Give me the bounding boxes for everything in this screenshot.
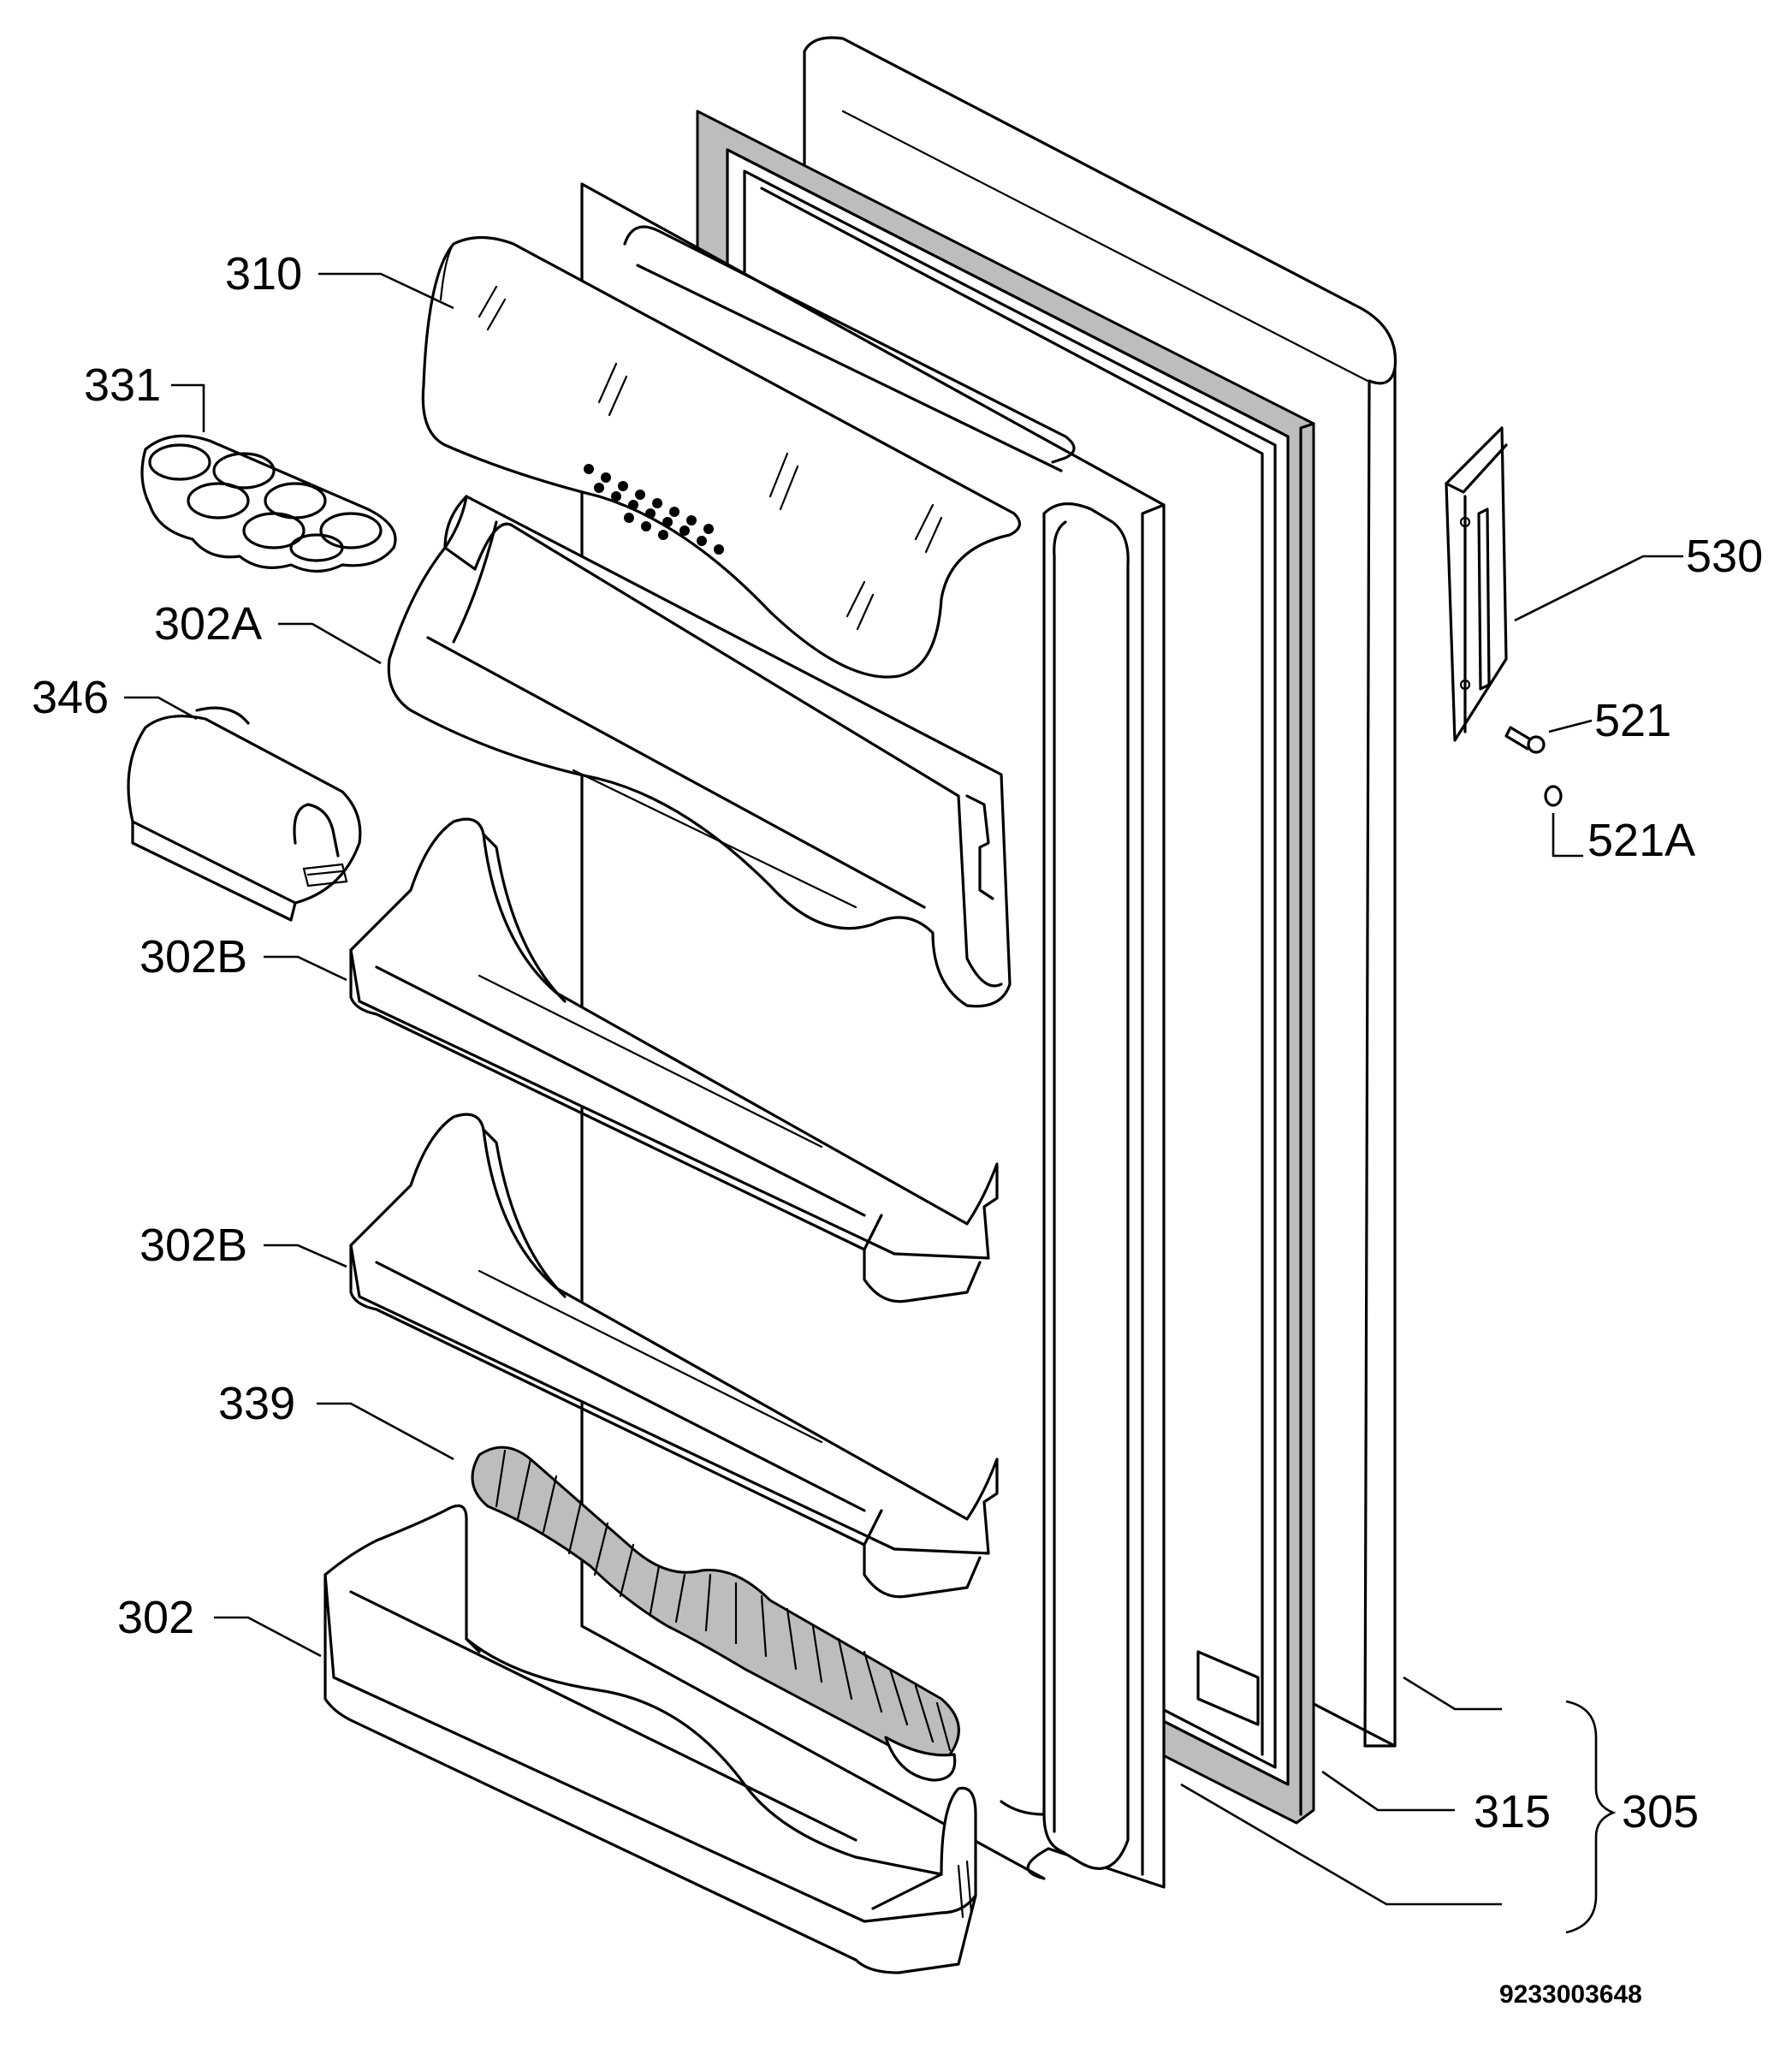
door-shelf-upper <box>387 495 1012 1008</box>
label-310: 310 <box>225 248 302 300</box>
label-521: 521 <box>1594 695 1671 746</box>
label-339: 339 <box>218 1378 295 1429</box>
hinge-bracket <box>1445 426 1508 742</box>
drawing-number: 9233003648 <box>1499 1980 1642 2009</box>
part-labels: 310 331 302A 346 302B 302B 339 302 530 5… <box>32 248 1763 2009</box>
label-521A: 521A <box>1587 815 1695 866</box>
label-315: 315 <box>1474 1786 1551 1837</box>
label-346: 346 <box>32 672 109 723</box>
hinge-screw <box>1504 726 1546 754</box>
label-302A: 302A <box>154 598 262 650</box>
label-302B-upper: 302B <box>139 931 247 982</box>
bottle-retainer <box>471 1446 960 1782</box>
label-302B-lower: 302B <box>139 1220 247 1271</box>
label-331: 331 <box>84 359 161 411</box>
hinge-washer <box>1544 785 1563 807</box>
door-shelf-middle-upper <box>349 817 999 1303</box>
egg-tray <box>140 434 397 573</box>
bottle-shelf-bottom <box>323 1504 977 1974</box>
label-530: 530 <box>1686 531 1763 582</box>
label-305: 305 <box>1622 1786 1699 1837</box>
dairy-cover <box>421 235 1021 679</box>
door-shelf-middle-lower <box>349 1113 999 1599</box>
butter-dish <box>127 706 362 922</box>
cover-vent-holes <box>584 464 724 555</box>
label-302: 302 <box>117 1592 194 1643</box>
leader-lines <box>124 272 1683 1934</box>
